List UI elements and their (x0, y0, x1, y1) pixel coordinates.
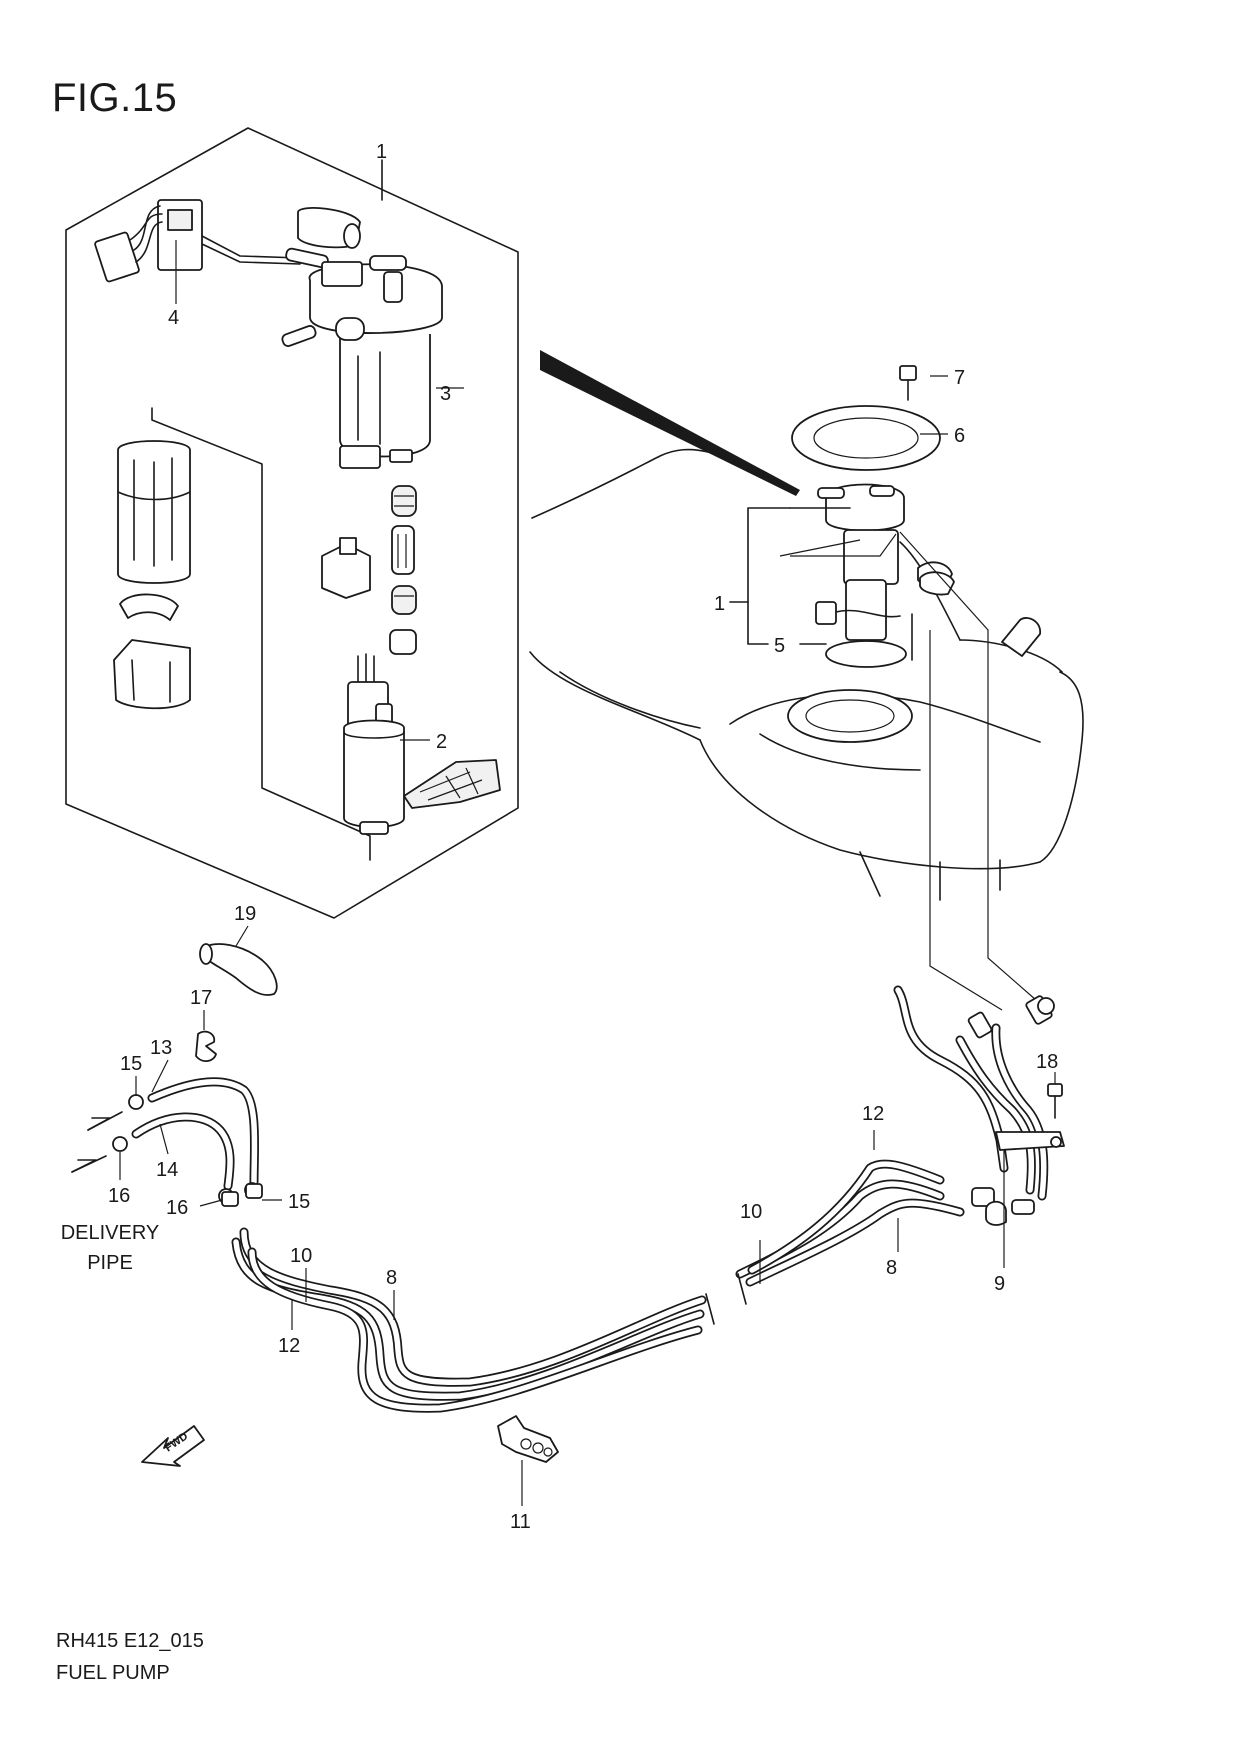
pressure-regulator (391, 525, 415, 575)
connector-holder (321, 537, 371, 599)
fwd-arrow (141, 1425, 205, 1467)
direction-arrows (71, 1111, 123, 1173)
figure-code: RH415 E12_015 (56, 1630, 204, 1652)
callout-16-left: 16 (108, 1185, 130, 1207)
fuel-tank (529, 448, 1084, 901)
suction-strainer (403, 759, 501, 809)
installed-pump (815, 483, 905, 641)
pump-kit-frame (65, 127, 519, 919)
pump-housing (281, 247, 443, 469)
grommet-bottom (391, 585, 417, 615)
callout-18: 18 (1036, 1051, 1058, 1073)
callout-14: 14 (156, 1159, 178, 1181)
fuel-pump-motor (343, 653, 405, 835)
callout-7: 7 (954, 367, 965, 389)
callout-6: 6 (954, 425, 965, 447)
retainer-clip (119, 593, 179, 621)
pump-kit-inner-frame (151, 407, 371, 861)
tank-hose-leaders (779, 531, 1037, 1011)
pipe-clamp-11 (497, 1415, 559, 1463)
callout-4: 4 (168, 307, 179, 329)
callout-15-left: 15 (120, 1053, 142, 1075)
quick-connectors (967, 995, 1055, 1226)
lower-bracket (113, 639, 191, 710)
hose-clamps-left (112, 1094, 260, 1204)
callout-9: 9 (994, 1273, 1005, 1295)
tank-callout-bracket (729, 507, 851, 645)
hose-19 (199, 943, 278, 996)
callout-3: 3 (440, 383, 451, 405)
pump-side-float (919, 571, 955, 596)
float (297, 207, 361, 249)
callout-11: 11 (510, 1511, 531, 1533)
callout-15-right: 15 (288, 1191, 310, 1213)
callout-12-left: 12 (278, 1335, 300, 1357)
ring-bolt (899, 365, 917, 401)
fuel-pipe-8 (239, 1198, 965, 1387)
callout-5: 5 (774, 635, 785, 657)
riser-pipes (893, 985, 1049, 1201)
collar (389, 629, 417, 655)
callout-10-right: 10 (740, 1201, 762, 1223)
hoses-13-14 (131, 1077, 260, 1191)
figure-title: FIG.15 (52, 76, 178, 120)
lock-ring (791, 405, 941, 471)
pipe-bracket-18 (995, 1083, 1065, 1151)
figure-name: FUEL PUMP (56, 1662, 170, 1684)
view-arrow (540, 350, 800, 496)
callout-10-left: 10 (290, 1245, 312, 1267)
clip-17 (195, 1030, 217, 1062)
fuel-pipe-12 (247, 1159, 945, 1413)
callout-16-right: 16 (166, 1197, 188, 1219)
callout-1-kit: 1 (376, 141, 387, 163)
delivery-label-line2: PIPE (87, 1252, 133, 1274)
callout-leaders (119, 240, 1056, 1506)
callout-17: 17 (190, 987, 212, 1009)
callout-19: 19 (234, 903, 256, 925)
callout-13: 13 (150, 1037, 172, 1059)
pipe-clamps-left (221, 1183, 263, 1207)
pipe-break-marks (705, 1273, 747, 1325)
callout-8-left: 8 (386, 1267, 397, 1289)
callout-2: 2 (436, 731, 447, 753)
grommet-top (391, 485, 417, 517)
callout-8-right: 8 (886, 1257, 897, 1279)
delivery-pipe-label: DELIVERY PIPE (40, 1218, 180, 1278)
callout-12-right: 12 (862, 1103, 884, 1125)
delivery-label-line1: DELIVERY (60, 1222, 160, 1244)
level-sender-harness (94, 199, 301, 283)
filter-cage (117, 440, 191, 584)
pump-gasket (825, 640, 907, 668)
callout-1-tank: 1 (714, 593, 725, 615)
